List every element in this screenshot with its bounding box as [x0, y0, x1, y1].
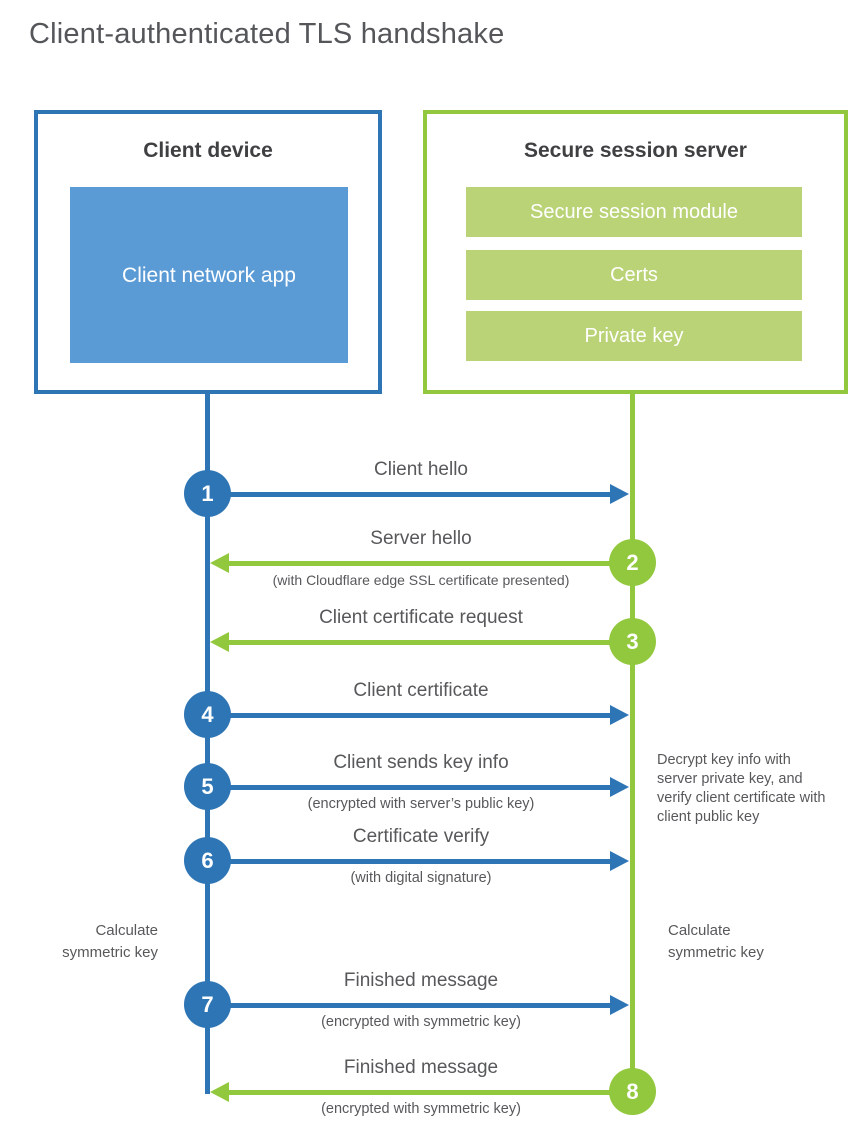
message-label: Client certificate request	[319, 607, 523, 628]
message-label: Server hello	[370, 528, 472, 549]
client-device-title: Client device	[143, 139, 273, 162]
secure-session-server-title: Secure session server	[524, 139, 747, 162]
step-number: 5	[201, 773, 214, 799]
step-badge: 2	[609, 539, 656, 586]
step-number: 6	[201, 847, 214, 873]
arrow-left-icon	[210, 632, 229, 652]
message-label: Client certificate	[353, 680, 489, 701]
client-network-app-block: Client network app	[70, 187, 348, 363]
server-module-certs: Certs	[466, 250, 802, 300]
step-badge: 1	[184, 470, 231, 517]
arrow-line	[210, 859, 612, 864]
step-number: 1	[201, 480, 214, 506]
arrow-right-icon	[610, 484, 629, 504]
secure-session-server-box: Secure session server Secure session mod…	[423, 110, 848, 394]
step-number: 7	[201, 991, 214, 1017]
message-sublabel: (with digital signature)	[350, 870, 492, 886]
client-lifeline	[205, 394, 210, 1094]
message-sublabel: (encrypted with symmetric key)	[321, 1014, 521, 1030]
arrow-left-icon	[210, 553, 229, 573]
message-label: Client sends key info	[333, 752, 509, 773]
step-number: 2	[626, 549, 639, 575]
message-label: Finished message	[343, 970, 499, 991]
server-module-label: Certs	[610, 263, 658, 286]
arrow-right-icon	[610, 777, 629, 797]
message-label: Certificate verify	[352, 826, 490, 847]
step-badge: 7	[184, 981, 231, 1028]
page-title: Client-authenticated TLS handshake	[29, 18, 505, 50]
calculate-symmetric-key-note-server: Calculate symmetric key	[668, 922, 764, 961]
step-badge: 3	[609, 618, 656, 665]
arrow-line	[228, 561, 633, 566]
client-device-box: Client device Client network app	[34, 110, 382, 394]
arrow-line	[228, 640, 633, 645]
step-number: 3	[626, 628, 639, 654]
message-sublabel: (with Cloudflare edge SSL certificate pr…	[272, 572, 570, 588]
message-sublabel: (encrypted with server’s public key)	[307, 796, 535, 812]
arrow-line	[228, 1090, 633, 1095]
arrow-left-icon	[210, 1082, 229, 1102]
arrow-right-icon	[610, 851, 629, 871]
step-badge: 4	[184, 691, 231, 738]
client-network-app-label: Client network app	[122, 263, 296, 287]
step-badge: 6	[184, 837, 231, 884]
step-badge: 8	[609, 1068, 656, 1115]
server-module-secure-session: Secure session module	[466, 187, 802, 237]
decrypt-key-note: Decrypt key info with server private key…	[657, 752, 826, 825]
arrow-line	[210, 492, 612, 497]
server-module-private-key: Private key	[466, 311, 802, 361]
calculate-symmetric-key-note-client: Calculate symmetric key	[62, 922, 158, 961]
arrow-right-icon	[610, 705, 629, 725]
step-badge: 5	[184, 763, 231, 810]
step-number: 4	[201, 701, 214, 727]
step-number: 8	[626, 1078, 639, 1104]
server-module-label: Private key	[584, 324, 684, 347]
message-label: Client hello	[374, 459, 468, 480]
message-sublabel: (encrypted with symmetric key)	[321, 1101, 521, 1117]
arrow-right-icon	[610, 995, 629, 1015]
server-lifeline	[630, 394, 635, 1094]
arrow-line	[210, 713, 612, 718]
server-module-label: Secure session module	[530, 200, 738, 223]
arrow-line	[210, 785, 612, 790]
arrow-line	[210, 1003, 612, 1008]
message-label: Finished message	[343, 1057, 499, 1078]
